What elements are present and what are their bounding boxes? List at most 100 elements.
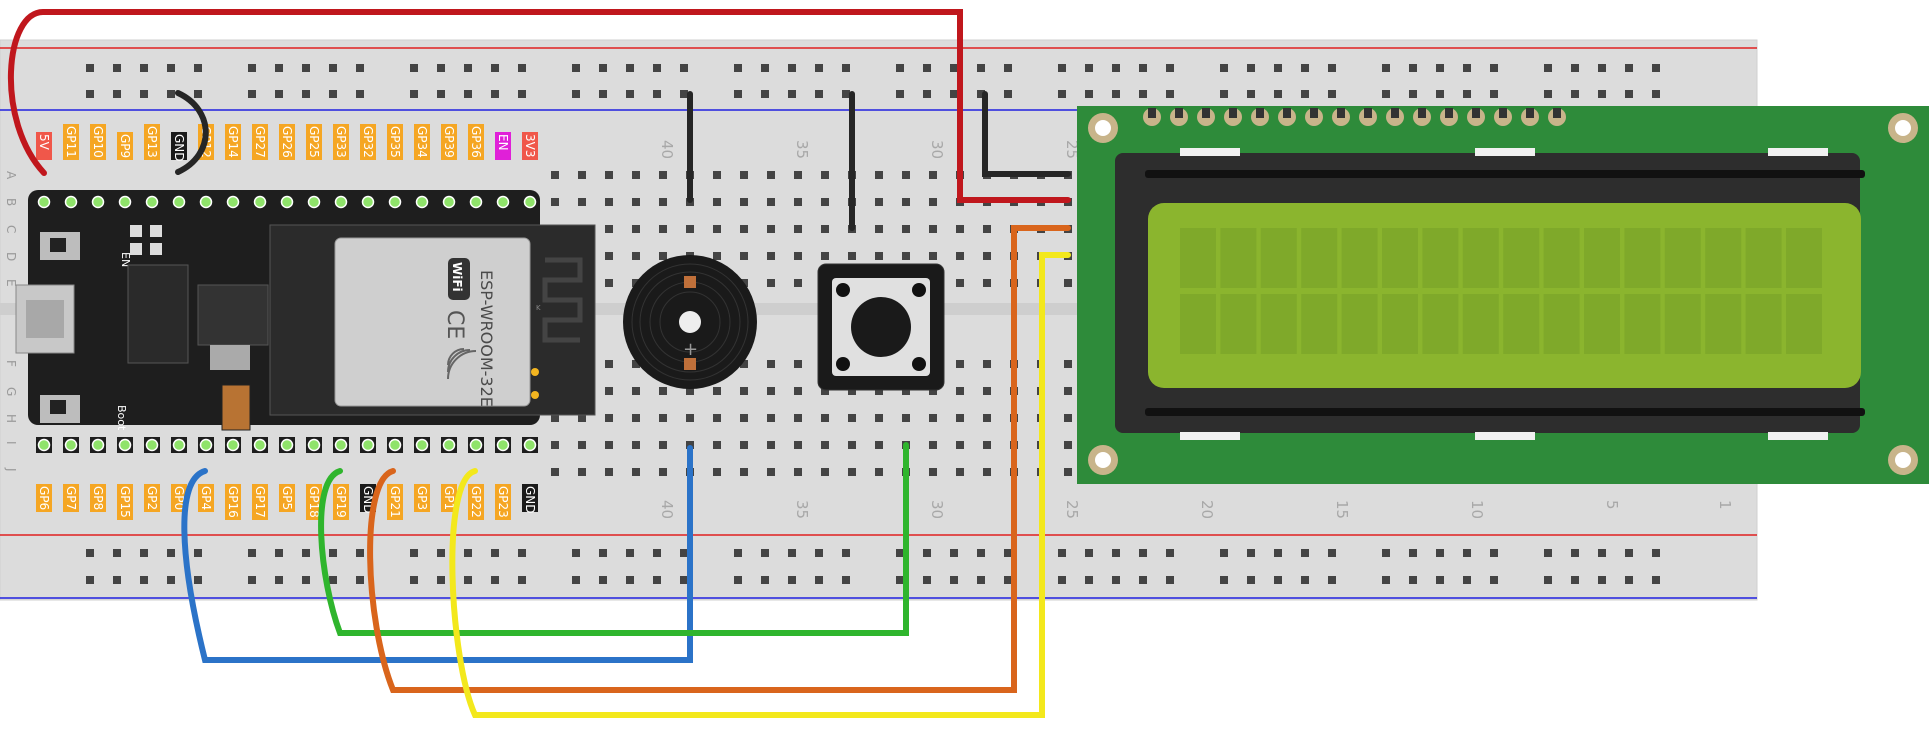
- column-number: 30: [928, 140, 946, 159]
- rail-hole: [1625, 90, 1633, 98]
- terminal-hole: [659, 414, 667, 422]
- rail-hole: [302, 576, 310, 584]
- rail-hole: [761, 90, 769, 98]
- pin-label-bg: [306, 484, 322, 520]
- rail-hole: [1166, 576, 1174, 584]
- rail-hole: [599, 90, 607, 98]
- rail-hole: [302, 64, 310, 72]
- lcd-cell: [1260, 228, 1297, 288]
- header-pin-pad: [91, 195, 105, 209]
- terminal-hole: [956, 387, 964, 395]
- rail-hole: [734, 576, 742, 584]
- pin-label-bg: [225, 484, 241, 520]
- lcd-cell: [1422, 294, 1459, 354]
- rail-hole: [275, 576, 283, 584]
- header-pin-pad: [172, 195, 186, 209]
- lcd-cell: [1382, 294, 1418, 354]
- terminal-hole: [551, 441, 559, 449]
- rail-hole: [1139, 64, 1147, 72]
- lcd-1602: [1077, 106, 1929, 484]
- rail-hole: [1544, 64, 1552, 72]
- terminal-hole: [551, 414, 559, 422]
- terminal-hole: [983, 414, 991, 422]
- rail-hole: [1382, 576, 1390, 584]
- row-letter: J: [4, 467, 18, 472]
- rail-hole: [1463, 576, 1471, 584]
- lcd-cell: [1664, 294, 1701, 354]
- header-pin-pad: [442, 195, 456, 209]
- rail-hole: [113, 90, 121, 98]
- rail-hole: [1004, 576, 1012, 584]
- rail-hole: [1085, 576, 1093, 584]
- rail-hole: [977, 576, 985, 584]
- pin-label: GP26: [280, 126, 294, 158]
- button-icon: [817, 263, 945, 391]
- rail-hole: [626, 576, 634, 584]
- pin-label-bg: [252, 124, 268, 160]
- column-number: 40: [658, 500, 676, 519]
- header-pin-pad: [523, 438, 537, 452]
- pin-label: GP6: [37, 486, 51, 510]
- rail-hole: [842, 90, 850, 98]
- rail-hole: [1220, 549, 1228, 557]
- rail-hole: [653, 576, 661, 584]
- rail-hole: [356, 576, 364, 584]
- terminal-hole: [902, 387, 910, 395]
- rail-hole: [1436, 549, 1444, 557]
- terminal-hole: [605, 279, 613, 287]
- terminal-hole: [713, 171, 721, 179]
- terminal-hole: [929, 441, 937, 449]
- terminal-hole: [713, 441, 721, 449]
- pin-label-bg: [414, 484, 430, 512]
- terminal-hole: [713, 387, 721, 395]
- terminal-hole: [929, 387, 937, 395]
- rail-hole: [194, 64, 202, 72]
- rail-hole: [1166, 64, 1174, 72]
- rail-hole: [599, 64, 607, 72]
- terminal-hole: [578, 468, 586, 476]
- rail-hole: [275, 549, 283, 557]
- terminal-hole: [983, 360, 991, 368]
- terminal-hole: [713, 252, 721, 260]
- column-number: 40: [658, 140, 676, 159]
- header-pin-pad: [253, 438, 267, 452]
- rail-hole: [464, 90, 472, 98]
- terminal-hole: [578, 171, 586, 179]
- wires: [7, 8, 1071, 718]
- pin-label-bg: [117, 132, 133, 160]
- wire-button-green: [318, 442, 909, 636]
- terminal-hole: [848, 468, 856, 476]
- rail-hole: [1004, 549, 1012, 557]
- pin-label-bg: [333, 484, 349, 520]
- header-pin-pad: [37, 195, 51, 209]
- rail-hole: [86, 64, 94, 72]
- rail-hole: [1625, 549, 1633, 557]
- terminal-hole: [1064, 441, 1072, 449]
- pin-label-bg: [468, 484, 484, 520]
- rail-hole: [491, 64, 499, 72]
- lcd-cell: [1462, 294, 1499, 354]
- pin-label-bg: [387, 124, 403, 160]
- rail-hole: [1625, 576, 1633, 584]
- pin-label: GP25: [307, 126, 321, 158]
- rail-hole: [1139, 549, 1147, 557]
- terminal-hole: [767, 171, 775, 179]
- terminal-hole: [794, 387, 802, 395]
- pin-label: GP7: [64, 486, 78, 510]
- pin-label-bg: [387, 484, 403, 520]
- rail-hole: [1058, 549, 1066, 557]
- rail-hole: [302, 90, 310, 98]
- lcd-pin-hole: [1364, 108, 1372, 118]
- rail-hole: [1571, 549, 1579, 557]
- header-pin-pad: [199, 195, 213, 209]
- rail-hole: [950, 64, 958, 72]
- rail-hole: [1382, 90, 1390, 98]
- rail-hole: [1598, 576, 1606, 584]
- rail-hole: [572, 576, 580, 584]
- lcd-cell: [1301, 294, 1338, 354]
- rail-hole: [626, 90, 634, 98]
- rail-hole: [896, 90, 904, 98]
- terminal-hole: [551, 171, 559, 179]
- pin-label-bg: [36, 484, 52, 512]
- terminal-hole: [767, 279, 775, 287]
